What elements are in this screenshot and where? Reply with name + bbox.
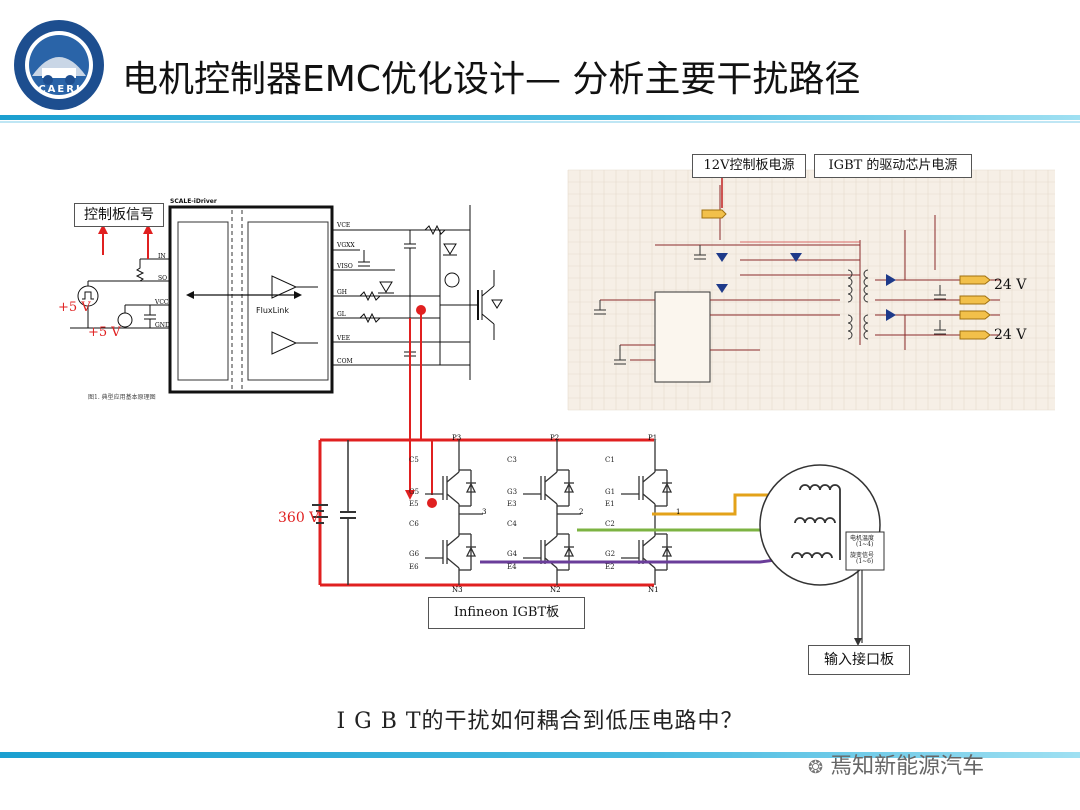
logo-text: CAERI xyxy=(38,84,82,95)
pin-gh: GH xyxy=(337,289,348,296)
motor-temp-sub-label: (1~4) xyxy=(856,541,874,548)
pin-com: COM xyxy=(337,358,353,365)
gate-label-c3: C3 xyxy=(507,456,517,464)
resolver-label: 旋变信号 xyxy=(850,552,875,559)
psu-12v-box: 12V控制板电源 xyxy=(692,154,806,178)
gate-label-g1: G1 xyxy=(605,488,616,496)
gate-label-g2: G2 xyxy=(605,550,616,558)
gate-label-e5: E5 xyxy=(409,500,419,508)
igbt-board xyxy=(312,438,885,646)
gate-label-c6: C6 xyxy=(409,520,419,528)
pin-gnd: GND xyxy=(155,322,170,329)
watermark: ❂ 焉知新能源汽车 xyxy=(808,748,984,780)
pin-viso: VISO xyxy=(337,263,353,270)
input-board-box: 输入接口板 xyxy=(808,645,910,675)
phase-top-p3: P3 xyxy=(452,434,462,442)
gate-label-g3: G3 xyxy=(507,488,518,496)
slide-title: 电机控制器EMC优化设计— 分析主要干扰路径 xyxy=(122,59,861,100)
pin-vgxx: VGXX xyxy=(337,242,355,249)
input-board-label: 输入接口板 xyxy=(824,652,894,668)
gate-label-g4: G4 xyxy=(507,550,518,558)
motor-temp-label: 电机温度 xyxy=(850,535,875,542)
phase-out-3: 3 xyxy=(482,508,487,516)
footer-divider xyxy=(0,752,1080,758)
pin-vcc: VCC xyxy=(155,299,169,306)
gate-label-g6: G6 xyxy=(409,550,420,558)
pin-so: SO xyxy=(158,275,168,282)
phase-bottom-n1: N1 xyxy=(648,586,659,594)
control-signal-label: 控制板信号 xyxy=(84,207,154,223)
phase-out-1: 1 xyxy=(676,508,681,516)
phase-top-p1: P1 xyxy=(648,434,658,442)
header-divider-thin xyxy=(0,121,1080,123)
header-divider xyxy=(0,115,1080,120)
gate-label-e6: E6 xyxy=(409,563,419,571)
slide-question: I G B T的干扰如何耦合到低压电路中？ xyxy=(336,709,744,734)
voltage-360-label: 360 V xyxy=(278,510,320,526)
plus5-a-label: +5 V xyxy=(58,300,91,315)
infineon-board-label: Infineon IGBT板 xyxy=(453,605,560,620)
psu-12v-label: 12V控制板电源 xyxy=(703,158,795,173)
wechat-icon: ❂ xyxy=(808,757,824,778)
igbt-driver-psu-label: IGBT 的驱动芯片电源 xyxy=(828,158,958,173)
plus5-b-label: +5 V xyxy=(88,325,121,340)
gate-label-c4: C4 xyxy=(507,520,517,528)
phase-out-2: 2 xyxy=(579,508,584,516)
gate-label-c1: C1 xyxy=(605,456,615,464)
fluxlink-label: FluxLink xyxy=(256,306,290,315)
control-signal-box: 控制板信号 xyxy=(74,203,164,227)
gate-label-e3: E3 xyxy=(507,500,517,508)
gate-label-g5: G5 xyxy=(409,488,420,496)
pin-vee: VEE xyxy=(337,335,351,342)
logo xyxy=(12,18,106,112)
watermark-text: 焉知新能源汽车 xyxy=(830,754,985,779)
v24-bottom-label: 24 V xyxy=(994,327,1027,343)
phase-top-p2: P2 xyxy=(550,434,560,442)
resolver-sub-label: (1~6) xyxy=(856,558,874,565)
infineon-board-box: Infineon IGBT板 xyxy=(428,597,585,629)
phase-bottom-n3: N3 xyxy=(452,586,463,594)
igbt-driver-psu-box: IGBT 的驱动芯片电源 xyxy=(814,154,972,178)
pin-in: IN xyxy=(158,253,166,260)
phase-bottom-n2: N2 xyxy=(550,586,561,594)
gate-label-e2: E2 xyxy=(605,563,615,571)
gate-label-c5: C5 xyxy=(409,456,419,464)
fig-caption-label: 图1. 典型应用基本原理图 xyxy=(88,394,156,401)
gate-label-c2: C2 xyxy=(605,520,615,528)
gate-label-e1: E1 xyxy=(605,500,615,508)
pin-vce: VCE xyxy=(337,222,351,229)
pin-gl: GL xyxy=(337,311,346,318)
gate-label-e4: E4 xyxy=(507,563,517,571)
driver-name-label: SCALE-iDriver xyxy=(170,198,217,205)
driver-schematic xyxy=(70,205,503,508)
power-supply-schematic xyxy=(567,169,1055,411)
v24-top-label: 24 V xyxy=(994,277,1027,293)
